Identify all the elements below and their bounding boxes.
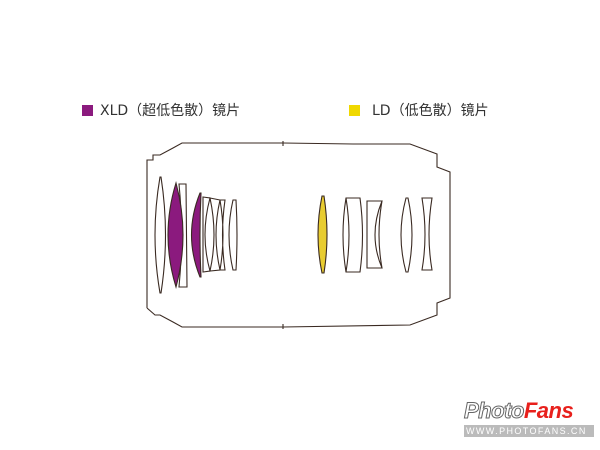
legend-label-ld: LD（低色散）镜片	[372, 103, 489, 119]
lens-element-meniscus-1	[342, 197, 364, 273]
lens-element-biconcave	[421, 197, 433, 271]
watermark-logo: PhotoFans	[464, 398, 594, 423]
xld-lens-element-1	[167, 181, 184, 289]
lens-element-5a	[202, 196, 211, 273]
lens-element-6	[228, 199, 238, 271]
ld-swatch	[349, 104, 360, 116]
logo-text-fans: Fans	[523, 398, 574, 423]
logo-text-photo: Photo	[464, 398, 525, 423]
lens-element-5c	[219, 199, 226, 271]
lens-element-1	[154, 176, 167, 294]
legend-label-xld: XLD（超低色散）镜片	[100, 103, 241, 119]
xld-swatch	[82, 104, 93, 116]
xld-lens-element-2	[190, 192, 202, 278]
legend-item-ld: LD（低色散）镜片	[349, 100, 489, 120]
photofans-watermark: PhotoFans WWW.PHOTOFANS.CN	[464, 398, 594, 437]
legend-item-xld: XLD（超低色散）镜片	[82, 100, 240, 120]
lens-element-5b	[209, 197, 221, 272]
ld-lens-element	[317, 195, 328, 274]
lens-element-meniscus-2	[366, 200, 383, 269]
watermark-url: WWW.PHOTOFANS.CN	[464, 425, 594, 437]
lens-barrel-outline	[146, 142, 451, 328]
lens-element-biconvex	[400, 197, 413, 273]
